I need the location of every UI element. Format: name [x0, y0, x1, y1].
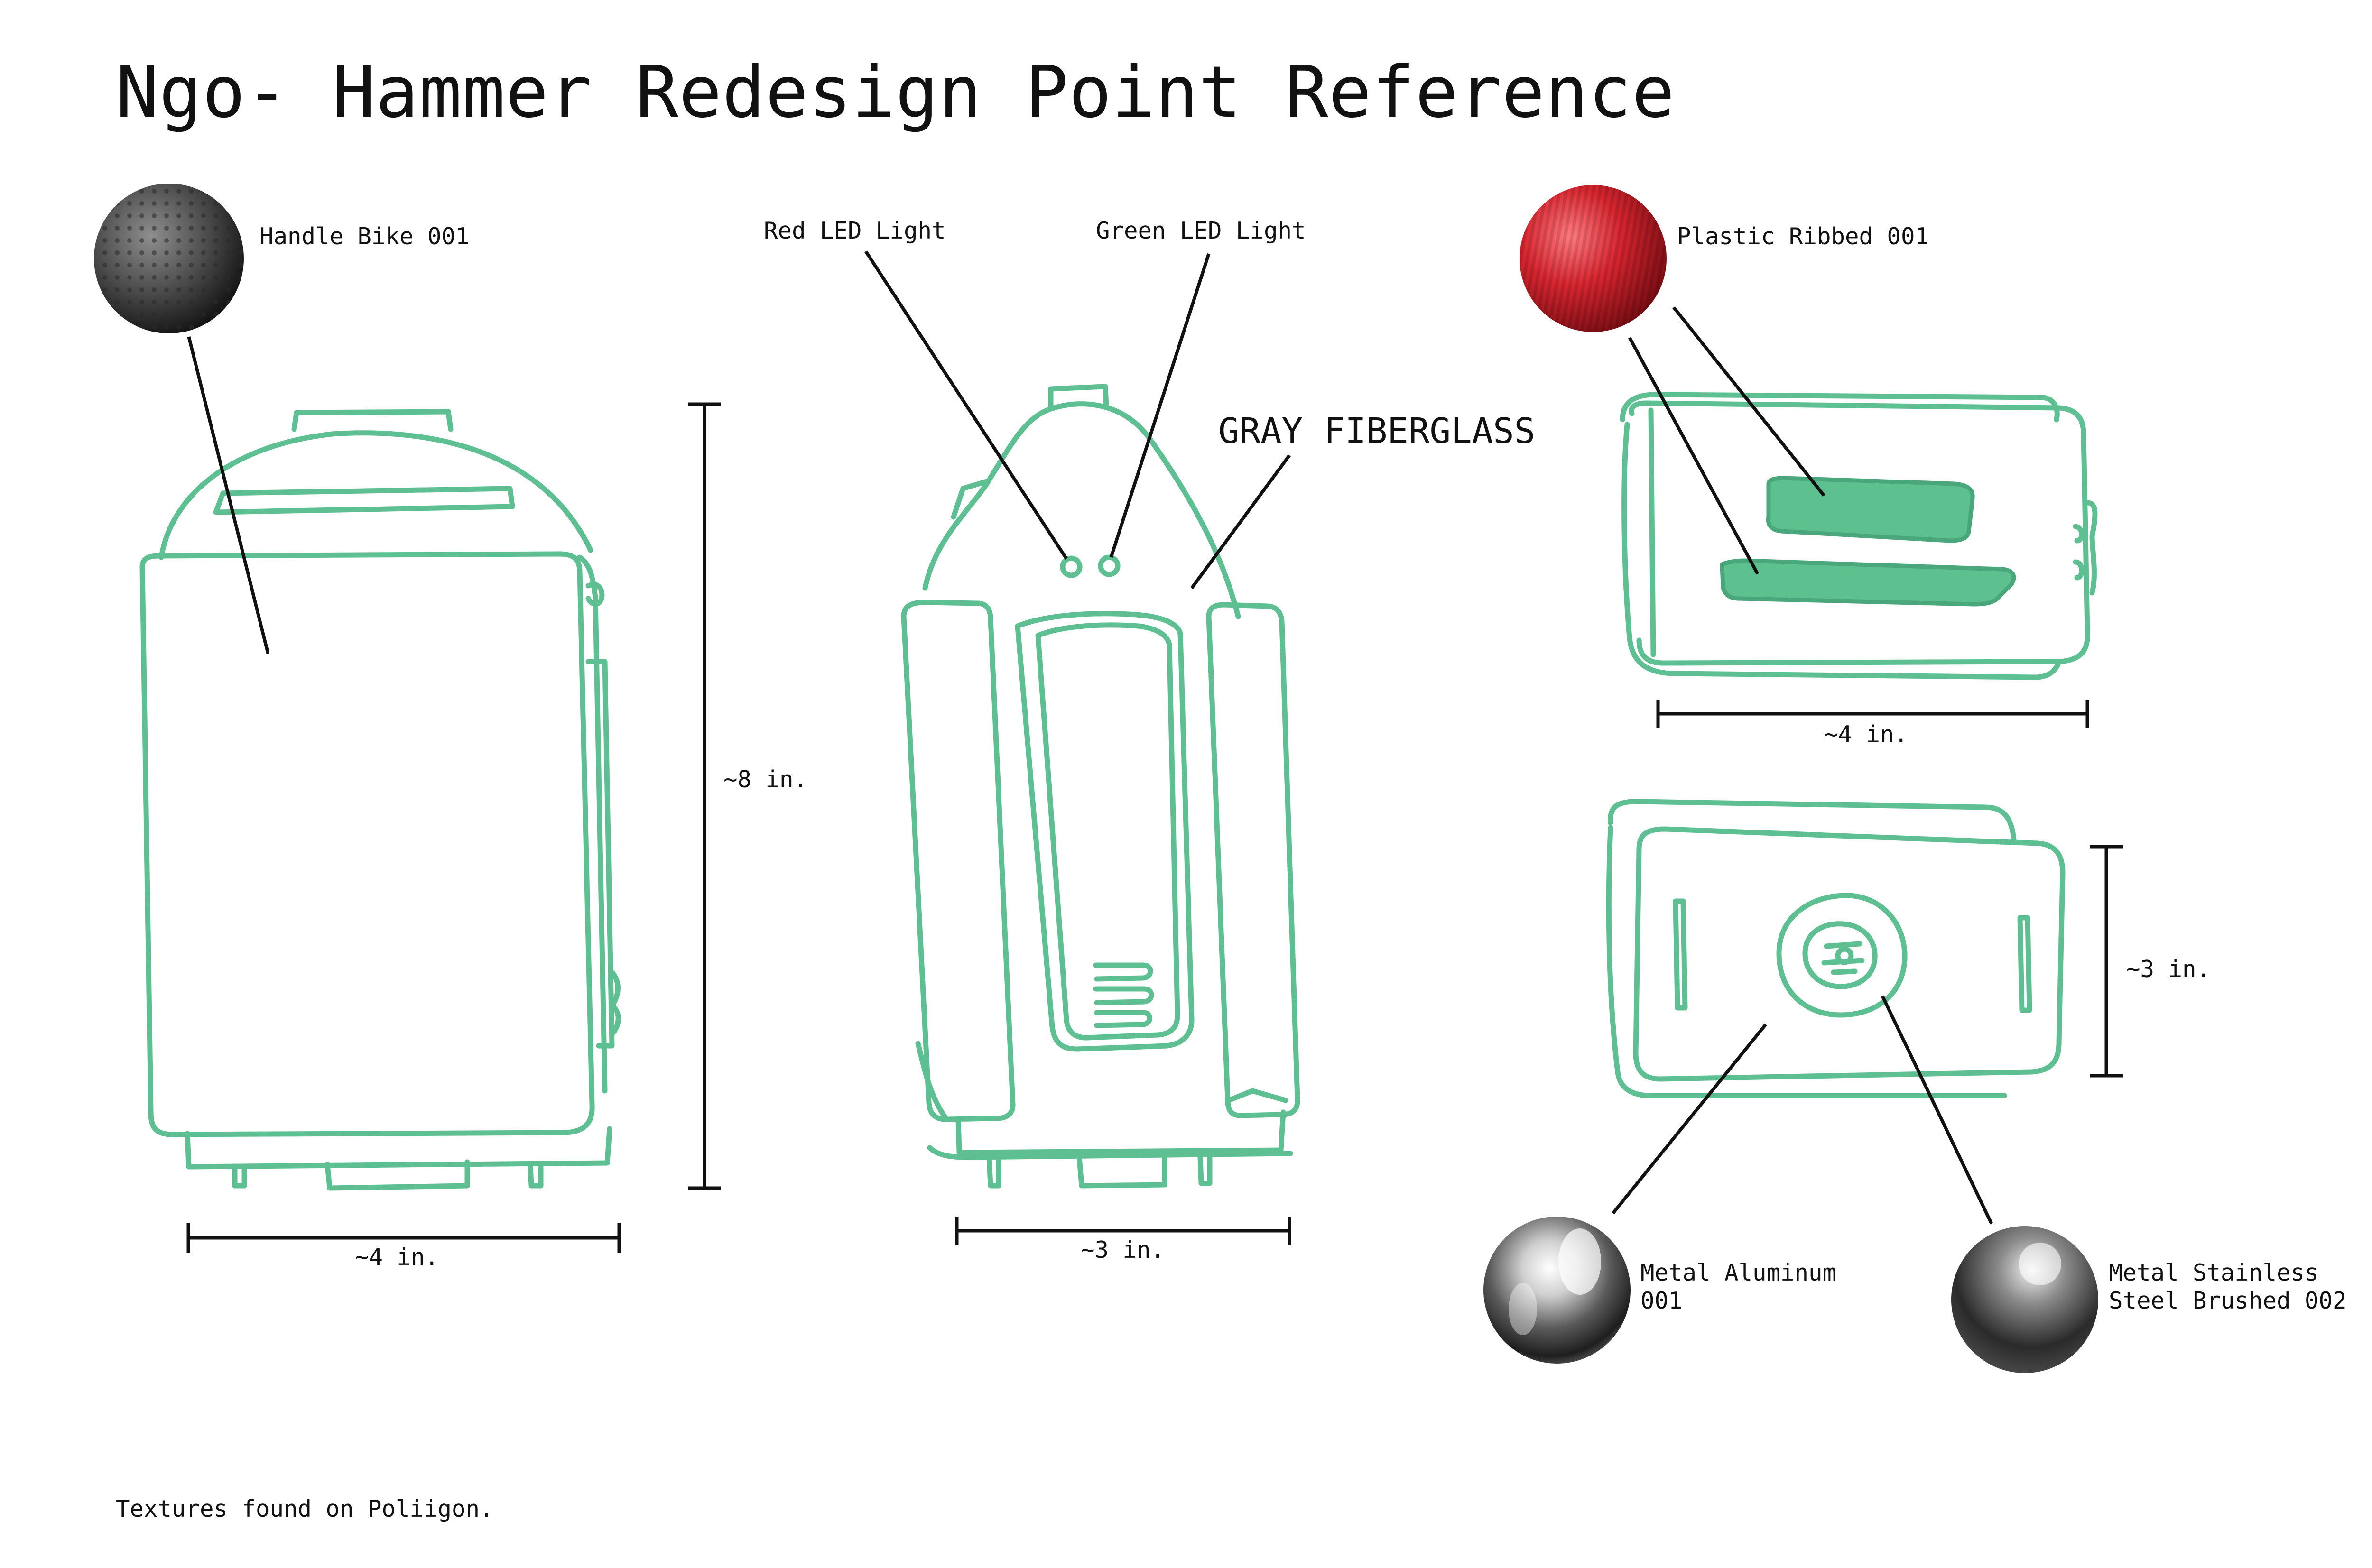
dimension-front-height: ~8 in. — [723, 766, 808, 793]
dimension-side-width: ~3 in. — [1081, 1236, 1165, 1264]
metal-aluminum-sphere — [1483, 1217, 1631, 1364]
bottom-view-sketch — [1606, 799, 2066, 1098]
top-view-plastic-grips — [1720, 476, 2016, 607]
label-gray-fiberglass: GRAY FIBERGLASS — [1218, 411, 1536, 452]
red-led-leader-line — [864, 250, 1068, 560]
page-title: Ngo- Hammer Redesign Point Reference — [116, 51, 1676, 134]
label-red-led: Red LED Light — [764, 217, 946, 244]
plastic-ribbed-leader-line-1 — [1672, 306, 1825, 497]
side-view-sketch — [901, 384, 1300, 1189]
label-green-led: Green LED Light — [1096, 217, 1306, 244]
label-metal-aluminum: Metal Aluminum 001 — [1640, 1259, 1837, 1314]
label-handle-bike: Handle Bike 001 — [259, 223, 470, 250]
metal-stainless-sphere — [1951, 1226, 2098, 1373]
plastic-ribbed-sphere — [1520, 185, 1667, 332]
plastic-ribbed-leader-line-2 — [1628, 337, 1760, 575]
label-metal-stainless: Metal Stainless Steel Brushed 002 — [2109, 1259, 2347, 1314]
dimension-bottom-height: ~3 in. — [2126, 956, 2211, 983]
footer-credit: Textures found on Poliigon. — [116, 1495, 494, 1522]
dimension-front-width: ~4 in. — [355, 1244, 439, 1271]
top-view-sketch — [1620, 392, 2098, 680]
top-view-annotations — [1628, 306, 2089, 728]
handle-bike-leader-line — [187, 336, 270, 654]
metal-aluminum-leader-line — [1612, 1023, 1767, 1215]
metal-stainless-leader-line — [1881, 995, 1993, 1225]
side-view-annotations — [864, 250, 1291, 1245]
dimension-top-width: ~4 in. — [1824, 721, 1909, 748]
gray-fiberglass-leader-line — [1190, 454, 1291, 590]
front-view-annotations — [186, 336, 721, 1253]
handle-bike-sphere — [94, 184, 244, 333]
green-led-leader-line — [1109, 253, 1211, 558]
label-plastic-ribbed: Plastic Ribbed 001 — [1677, 223, 1929, 250]
front-view-sketch — [139, 409, 621, 1191]
bottom-view-annotations — [1612, 845, 2123, 1225]
